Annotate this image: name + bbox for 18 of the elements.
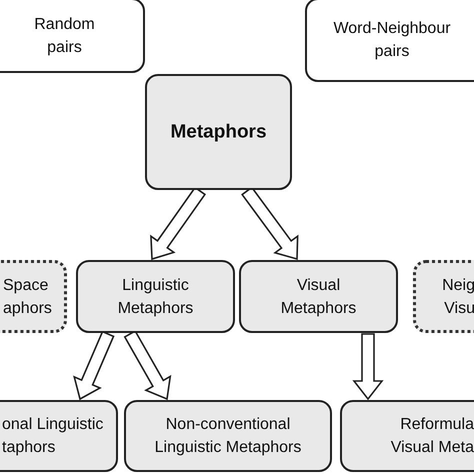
node-label: Neig Visu [441,276,474,318]
block-arrow [352,333,384,400]
node-label: Linguistic Metaphors [116,276,194,318]
node-label: Visual Metaphors [280,276,358,318]
category-box [0,0,145,73]
node-label: Random pairs [33,14,96,58]
node-label: onal Linguistic taphors [2,415,104,458]
category-box [239,260,398,333]
node-label: Word-Neighbour pairs [332,19,452,62]
node-label: Metaphors [169,120,268,144]
root-concept-box [145,74,292,190]
node-label: Space aphors [3,276,53,318]
category-box [124,400,332,472]
node-label: Reformula Visual Meta [390,415,474,458]
node-label: Non-conventional Linguistic Metaphors [154,415,302,458]
block-arrow [73,330,115,400]
category-box [305,0,474,82]
category-box [76,260,235,333]
